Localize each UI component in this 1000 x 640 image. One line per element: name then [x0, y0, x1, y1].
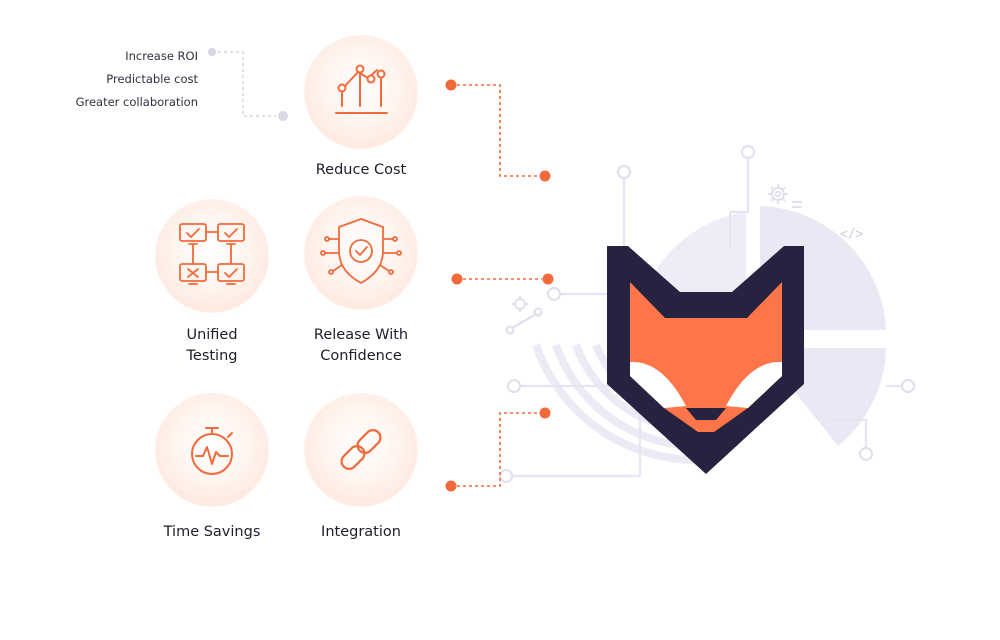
notes-connector — [208, 48, 288, 121]
shield-check-icon — [320, 218, 402, 284]
time-savings-circle — [156, 394, 268, 506]
reduce-cost-circle — [305, 36, 417, 148]
connector-release-confidence — [451, 273, 554, 285]
note-predictable-cost: Predictable cost — [106, 72, 198, 86]
integration-circle — [305, 394, 417, 506]
release-confidence-label: Release With Confidence — [281, 325, 441, 367]
benefit-notes: Increase ROI Predictable cost Greater co… — [76, 48, 198, 117]
release-confidence-line2: Confidence — [320, 348, 402, 364]
note-greater-collaboration: Greater collaboration — [75, 95, 198, 109]
gear-icon — [512, 296, 528, 312]
release-confidence-line1: Release With — [313, 327, 409, 343]
gear-icon — [768, 184, 802, 208]
reduce-cost-label: Reduce Cost — [281, 160, 441, 181]
release-confidence-circle — [305, 197, 417, 309]
chart-icon — [335, 64, 388, 114]
link-icon — [340, 429, 382, 470]
unified-testing-label: Unified Testing — [132, 325, 292, 367]
wrench-icon — [505, 307, 543, 335]
integration-title: Integration — [321, 524, 401, 540]
unified-testing-line1: Unified — [186, 327, 238, 343]
connector-integration — [445, 407, 551, 492]
note-increase-roi: Increase ROI — [125, 49, 198, 63]
fox-logo — [607, 246, 804, 474]
background-circuit-nodes — [498, 144, 916, 484]
unified-testing-line2: Testing — [186, 348, 238, 364]
integration-label: Integration — [281, 522, 441, 543]
background-circuit — [510, 158, 904, 478]
connector-reduce-cost — [445, 79, 551, 182]
code-glyph: </> — [840, 227, 864, 242]
stopwatch-icon — [191, 427, 233, 475]
reduce-cost-title: Reduce Cost — [315, 162, 407, 178]
time-savings-title: Time Savings — [163, 524, 261, 540]
testing-screens-icon — [179, 223, 245, 285]
time-savings-label: Time Savings — [132, 522, 292, 543]
unified-testing-circle — [156, 200, 268, 312]
